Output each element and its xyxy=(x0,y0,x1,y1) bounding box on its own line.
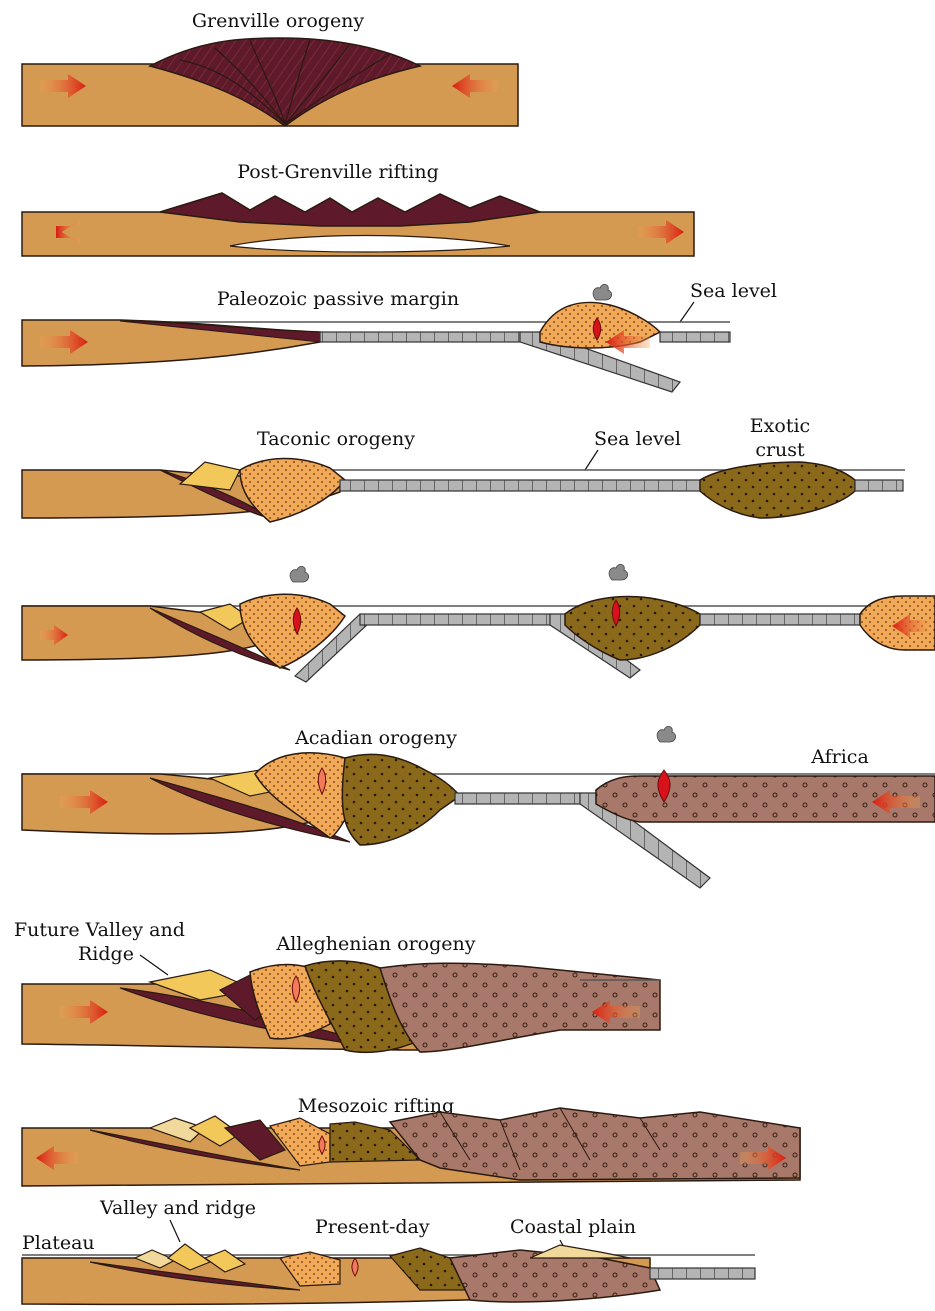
exotic-crust-block xyxy=(342,754,460,845)
plateau-label: Plateau xyxy=(22,1232,95,1254)
oceanic-plate-right xyxy=(855,480,903,491)
stage-passive-margin: Paleozoic passive margin Sea level xyxy=(22,280,777,392)
coastal-sediment xyxy=(530,1245,630,1258)
oceanic-plate-right xyxy=(660,332,730,342)
future-valley-label-1: Future Valley and xyxy=(14,919,185,941)
stage-3-title: Paleozoic passive margin xyxy=(217,288,459,310)
sea-level-leader xyxy=(680,302,694,322)
oceanic-plate-right xyxy=(700,614,860,625)
coastal-plain-label: Coastal plain xyxy=(510,1216,636,1238)
volcano-smoke-icon xyxy=(593,284,612,300)
oceanic-plate xyxy=(340,480,705,491)
valley-ridge-leader xyxy=(170,1220,180,1242)
stage-present-day: Valley and ridge Present-day Coastal pla… xyxy=(22,1197,755,1304)
stage-4-title: Taconic orogeny xyxy=(257,428,415,450)
stage-1-title: Grenville orogeny xyxy=(192,10,365,32)
stage-acadian: Acadian orogeny Africa xyxy=(22,726,935,888)
stage-post-grenville: Post-Grenville rifting xyxy=(22,161,694,256)
oceanic-plate xyxy=(650,1268,755,1279)
crust-label: crust xyxy=(755,439,805,461)
volcano-smoke-icon xyxy=(290,566,309,582)
africa-label: Africa xyxy=(810,746,869,768)
stage-7-title: Alleghenian orogeny xyxy=(275,933,475,955)
sea-level-leader xyxy=(585,450,598,470)
exotic-crust-block xyxy=(565,597,700,660)
stage-mesozoic-rifting: Mesozoic rifting xyxy=(22,1095,800,1186)
oceanic-plate xyxy=(360,614,550,625)
stage-alleghenian: Alleghenian orogeny Future Valley and Ri… xyxy=(14,919,660,1052)
stage-grenville: Grenville orogeny xyxy=(22,10,518,126)
exotic-crust-block xyxy=(700,462,855,518)
stage-6-title: Acadian orogeny xyxy=(294,727,457,749)
valley-ridge-label: Valley and ridge xyxy=(99,1197,256,1219)
brown-block xyxy=(390,1108,800,1180)
stage-taconic: Taconic orogeny Sea level Exotic crust xyxy=(22,415,905,522)
future-valley-leader xyxy=(140,955,168,975)
future-valley-label-2: Ridge xyxy=(78,943,134,965)
exotic-label: Exotic xyxy=(750,415,810,437)
stage-intermediate xyxy=(22,564,935,682)
volcano-smoke-icon xyxy=(609,564,628,580)
sea-level-label: Sea level xyxy=(690,280,777,302)
oceanic-plate xyxy=(320,332,520,342)
volcano-smoke-icon xyxy=(657,726,676,742)
oceanic-plate xyxy=(455,793,580,804)
stage-2-title: Post-Grenville rifting xyxy=(237,161,439,183)
sea-level-label: Sea level xyxy=(594,428,681,450)
present-day-title: Present-day xyxy=(315,1216,430,1238)
